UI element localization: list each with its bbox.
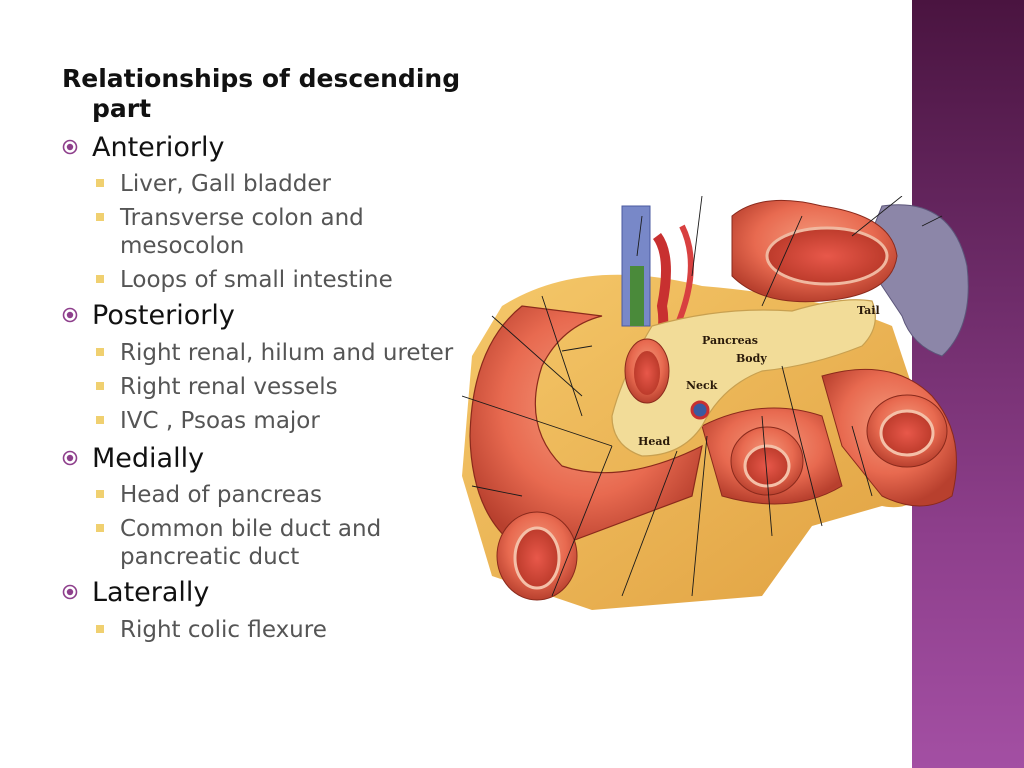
section-heading-text: Posteriorly [92, 300, 235, 331]
ring-bullet-icon [62, 139, 78, 155]
ring-bullet-icon [62, 307, 78, 323]
bile-duct [630, 266, 644, 326]
list-item-text: Head of pancreas [120, 482, 323, 508]
label-pancreas: Pancreas [702, 334, 758, 347]
bowel-lumen-3 [879, 409, 935, 457]
slide-title: Relationships of descending part [62, 64, 461, 123]
ring-bullet-icon [62, 450, 78, 466]
square-bullet-icon [96, 275, 104, 283]
square-bullet-icon [96, 490, 104, 498]
section-heading-text: Medially [92, 443, 205, 474]
list-item-text: Right renal, hilum and ureter [120, 340, 454, 366]
duodenum-pancreas-illustration: Tail Pancreas Body Neck Head [462, 196, 969, 610]
list-item-text: Transverse colon and mesocolon [120, 205, 364, 259]
square-bullet-icon [96, 416, 104, 424]
bowel-lumen-2 [743, 444, 791, 488]
list-item-text: Liver, Gall bladder [120, 171, 331, 197]
square-bullet-icon [96, 348, 104, 356]
label-tail: Tail [857, 304, 880, 317]
label-neck: Neck [686, 379, 718, 392]
list-item-text: Right renal vessels [120, 374, 338, 400]
bowel-lumen-1 [634, 351, 660, 395]
section-heading-text: Laterally [92, 577, 210, 608]
square-bullet-icon [96, 382, 104, 390]
label-head: Head [638, 435, 671, 448]
leader-lines [462, 196, 943, 597]
square-bullet-icon [96, 524, 104, 532]
duodenum [469, 305, 703, 557]
artery [674, 224, 694, 328]
square-bullet-icon [96, 625, 104, 633]
ring-bullet-icon [62, 584, 78, 600]
duodenum-lumen [513, 526, 561, 590]
square-bullet-icon [96, 213, 104, 221]
pancreas [611, 299, 876, 457]
list-item-text: IVC , Psoas major [120, 408, 320, 434]
stomach-lumen [765, 226, 889, 286]
vessel-cross-section [690, 400, 710, 420]
section-heading-text: Anteriorly [92, 132, 225, 163]
list-item-text: Common bile duct and pancreatic duct [120, 516, 382, 570]
list-item-text: Loops of small intestine [120, 267, 393, 293]
square-bullet-icon [96, 179, 104, 187]
list-item-text: Right colic flexure [120, 617, 327, 643]
label-body: Body [736, 352, 767, 365]
decorative-side-band [912, 0, 1024, 768]
